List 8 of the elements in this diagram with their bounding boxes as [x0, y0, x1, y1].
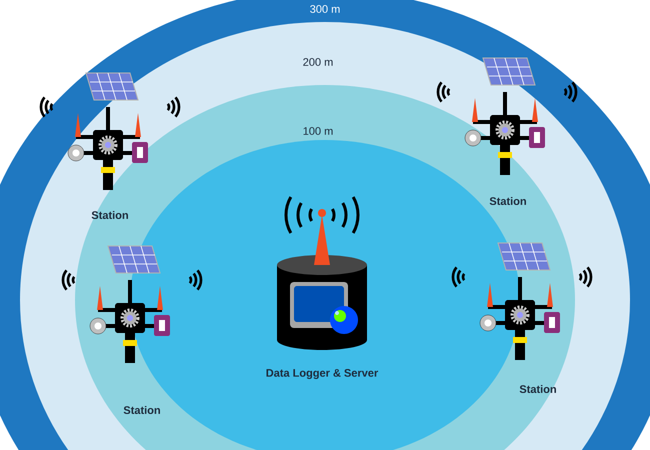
range-label: 100 m	[304, 127, 333, 135]
range-label: 200 m	[303, 58, 333, 66]
station-label: Station	[520, 384, 556, 394]
station-label: Station	[490, 196, 526, 206]
station-label: Station	[124, 406, 160, 414]
station-label: Data Logger & Server	[266, 369, 378, 380]
range-label: 300 m	[310, 5, 340, 13]
station-label: Station	[92, 210, 128, 220]
